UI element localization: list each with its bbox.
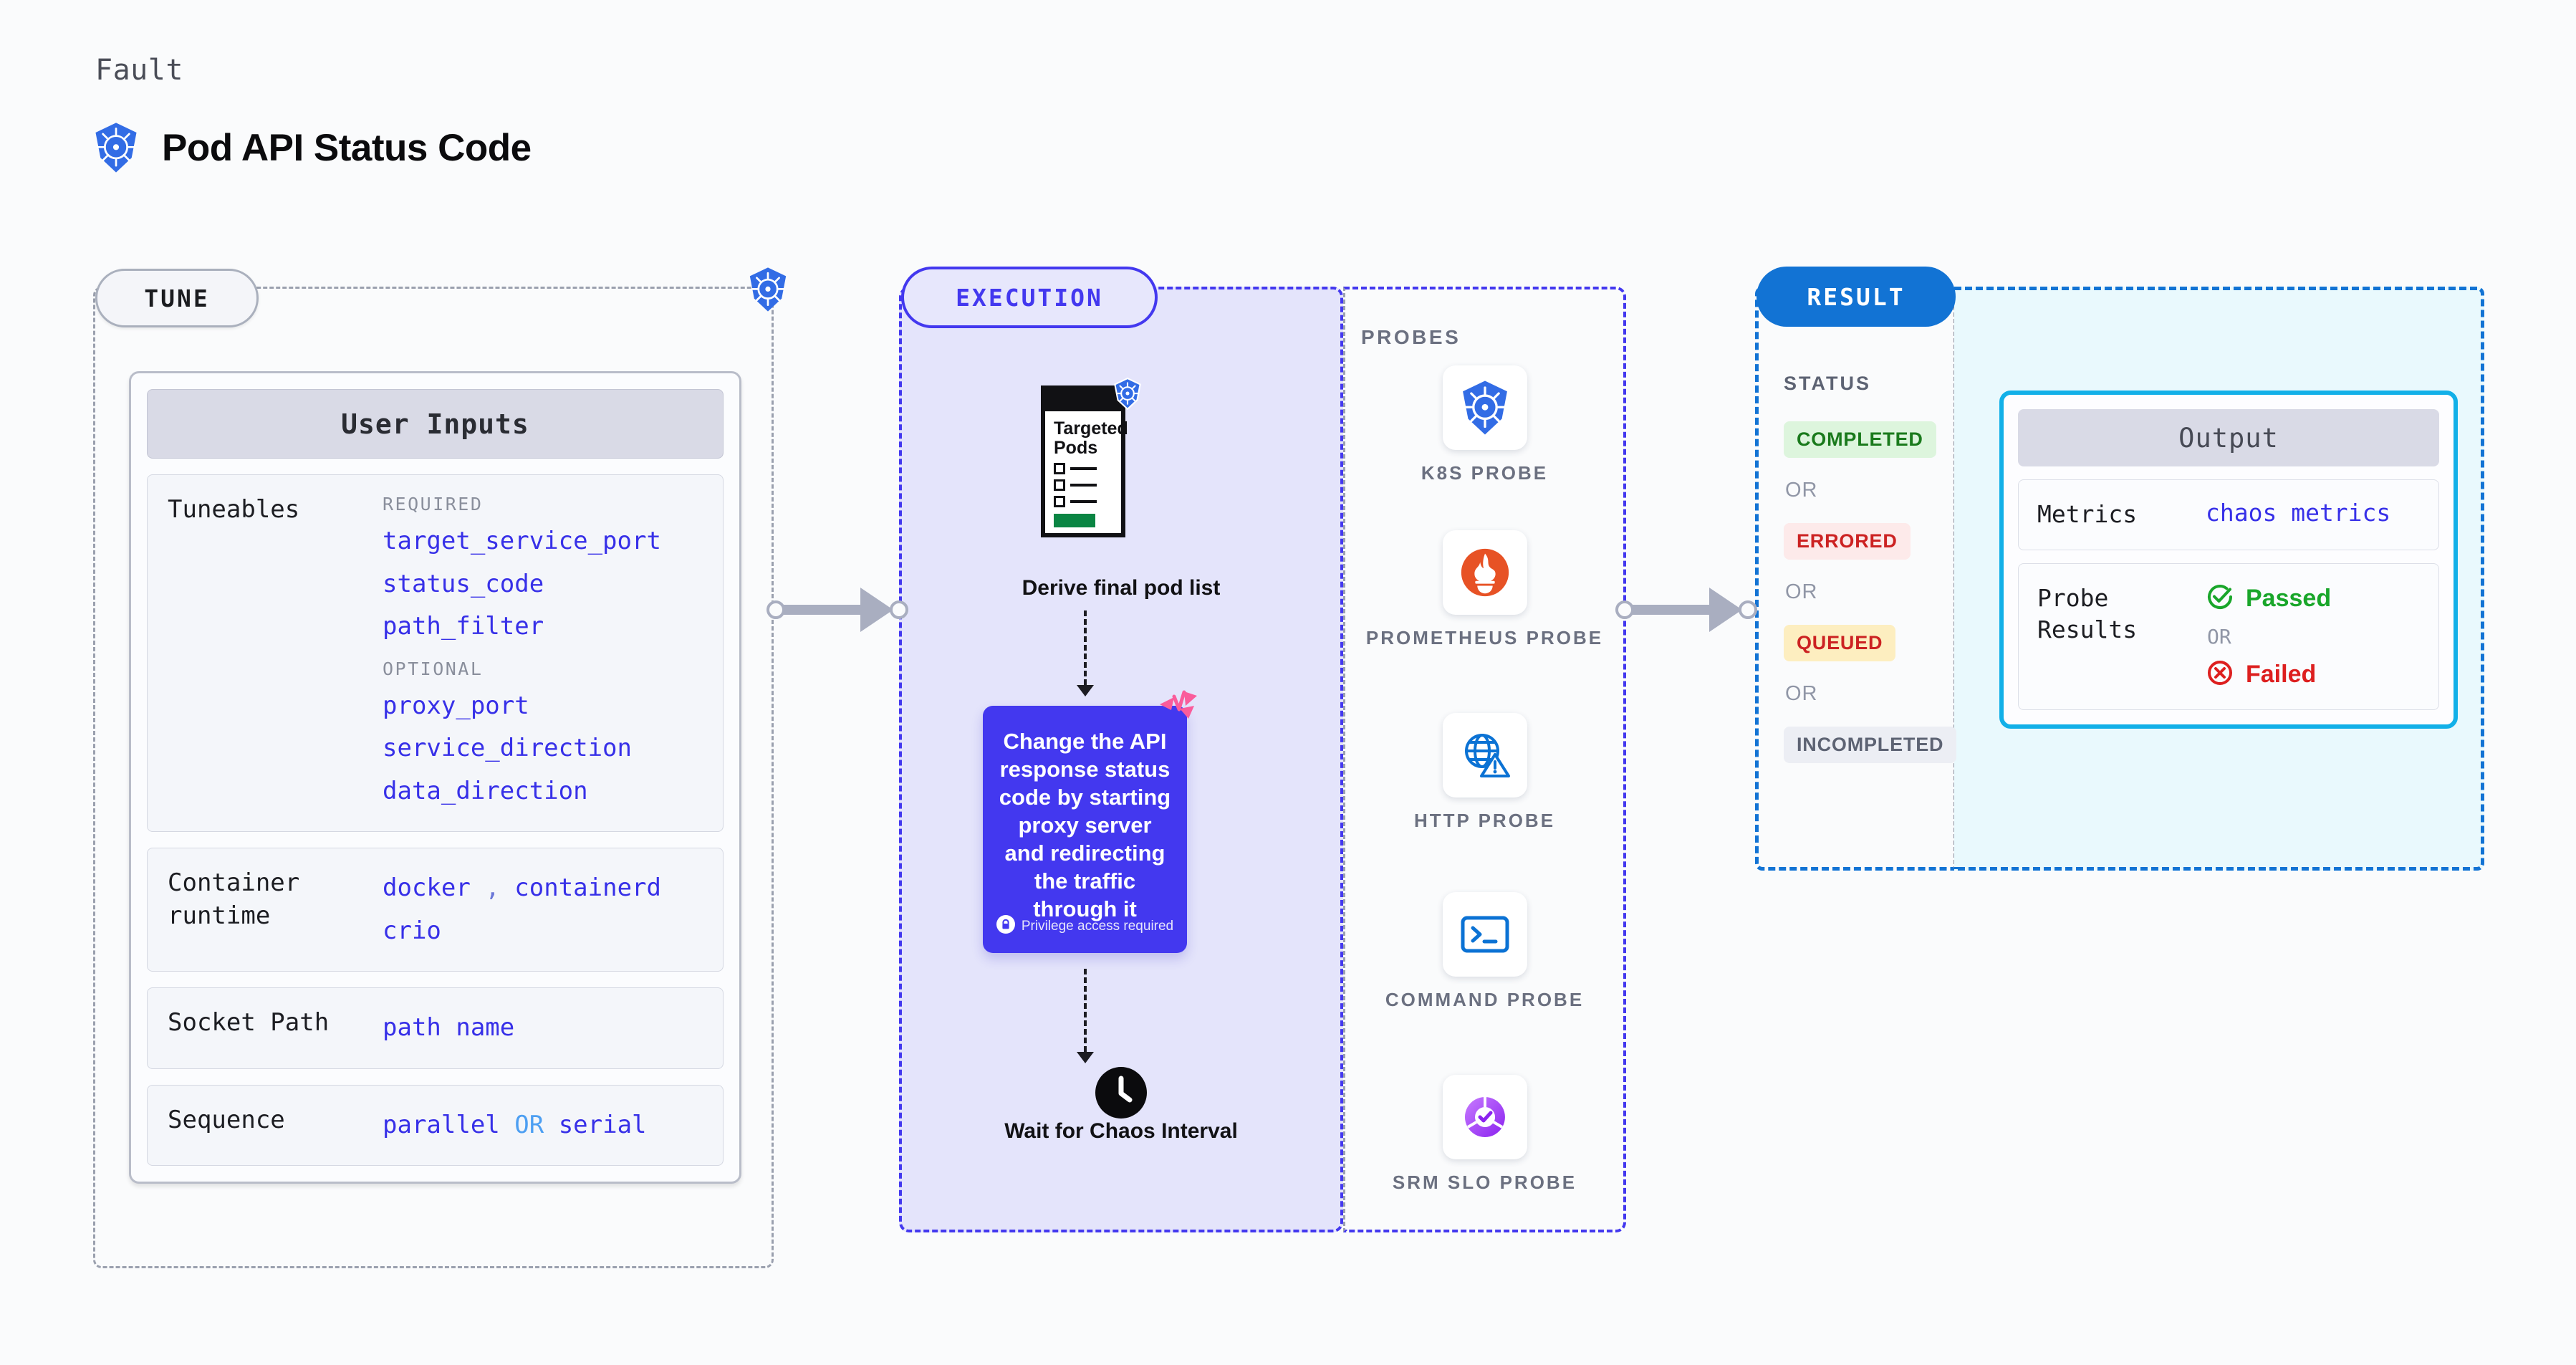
clock-icon — [1095, 1067, 1147, 1122]
lock-icon — [996, 915, 1015, 937]
probe-results-label: Probe Results — [2037, 583, 2138, 644]
kubernetes-icon — [1112, 377, 1143, 413]
status-badge-queued: QUEUED — [1784, 625, 1896, 661]
runtime-value-crio[interactable]: crio — [383, 916, 441, 945]
metrics-row: Metrics chaos metrics — [2018, 479, 2439, 550]
output-card: Output Metrics chaos metrics Probe Resul… — [1999, 391, 2458, 729]
http-globe-warning-icon — [1442, 713, 1527, 798]
probe-result-or: OR — [2207, 624, 2231, 648]
sequence-label: Sequence — [168, 1105, 285, 1134]
tuneable-optional-0[interactable]: proxy_port — [383, 691, 529, 720]
stage-pill-execution[interactable]: EXECUTION — [901, 267, 1158, 328]
metrics-value[interactable]: chaos metrics — [2206, 499, 2391, 527]
passed-label: Passed — [2246, 584, 2332, 612]
tune-panel — [93, 287, 774, 1268]
pod-row — [1054, 496, 1114, 507]
action-description: Change the API response status code by s… — [999, 729, 1171, 922]
status-or-1: OR — [1785, 479, 1818, 502]
pod-row — [1054, 479, 1114, 491]
output-title: Output — [2018, 409, 2439, 466]
targeted-pods-title: Targeted Pods — [1054, 418, 1128, 458]
probe-item-srm-slo[interactable]: SRM SLO PROBE — [1343, 1075, 1626, 1195]
srm-slo-donut-check-icon — [1442, 1075, 1527, 1159]
tuneable-required-2[interactable]: path_filter — [383, 612, 544, 641]
flow-arrowhead-1 — [1077, 685, 1094, 696]
flow-connector-2 — [1084, 969, 1087, 1052]
sequence-section: Sequence parallel OR serial — [147, 1084, 724, 1166]
probe-item-command[interactable]: COMMAND PROBE — [1343, 892, 1626, 1012]
socket-path-section: Socket Path path name — [147, 987, 724, 1069]
probe-label: K8S PROBE — [1421, 462, 1549, 484]
status-badge-completed: COMPLETED — [1784, 421, 1936, 458]
optional-label: OPTIONAL — [383, 658, 484, 679]
user-inputs-card: User Inputs Tuneables REQUIRED target_se… — [129, 371, 741, 1184]
stage-pill-result[interactable]: RESULT — [1756, 267, 1956, 327]
probe-result-passed: Passed — [2206, 583, 2331, 615]
probes-title: PROBES — [1361, 326, 1461, 348]
selected-pod-highlight — [1054, 514, 1095, 527]
page-title-row: Pod API Status Code — [92, 122, 532, 173]
tuneable-required-1[interactable]: status_code — [383, 569, 544, 598]
runtime-value-docker[interactable]: docker — [383, 873, 471, 902]
user-inputs-title: User Inputs — [147, 389, 724, 459]
container-runtime-label: Container runtime — [168, 868, 300, 930]
prometheus-icon — [1442, 530, 1527, 615]
card-title-bar — [1045, 390, 1121, 411]
probe-item-prometheus[interactable]: PROMETHEUS PROBE — [1343, 530, 1626, 651]
container-runtime-section: Container runtime docker , containerd cr… — [147, 848, 724, 972]
probe-item-k8s[interactable]: K8S PROBE — [1343, 365, 1626, 486]
pod-row — [1054, 463, 1114, 474]
runtime-value-containerd[interactable]: containerd — [514, 873, 661, 902]
status-or-3: OR — [1785, 682, 1818, 705]
stage-pill-tune[interactable]: TUNE — [95, 269, 259, 327]
tuneables-label: Tuneables — [168, 495, 300, 524]
privilege-note: Privilege access required — [1021, 918, 1174, 934]
sequence-value-serial[interactable]: serial — [558, 1110, 647, 1139]
metrics-label: Metrics — [2037, 500, 2138, 528]
terminal-icon — [1442, 892, 1527, 977]
sequence-keyword-or: OR — [514, 1110, 544, 1139]
tuneable-optional-1[interactable]: service_direction — [383, 734, 632, 762]
kubernetes-icon — [1442, 365, 1527, 450]
probe-item-http[interactable]: HTTP PROBE — [1343, 713, 1626, 833]
status-badge-errored: ERRORED — [1784, 523, 1911, 560]
connector-execution-to-result — [1615, 588, 1759, 632]
targeted-pods-card: Targeted Pods — [1041, 385, 1128, 537]
kubernetes-icon — [746, 267, 789, 316]
tuneables-section: Tuneables REQUIRED target_service_port s… — [147, 474, 724, 832]
probe-result-failed: Failed — [2206, 658, 2331, 691]
probe-results-row: Probe Results Passed OR — [2018, 562, 2439, 710]
wait-chaos-caption: Wait for Chaos Interval — [1004, 1119, 1238, 1143]
check-circle-icon — [2206, 583, 2234, 615]
probe-label: HTTP PROBE — [1413, 810, 1556, 831]
privilege-note-row: Privilege access required — [983, 915, 1187, 937]
tuneable-optional-2[interactable]: data_direction — [383, 776, 588, 805]
status-or-2: OR — [1785, 580, 1818, 603]
status-title: STATUS — [1784, 373, 1871, 394]
probe-label: SRM SLO PROBE — [1392, 1172, 1577, 1193]
derive-pod-list-caption: Derive final pod list — [1022, 576, 1221, 600]
socket-path-label: Socket Path — [168, 1008, 330, 1037]
flow-arrowhead-2 — [1077, 1052, 1094, 1063]
runtime-separator: , — [485, 873, 500, 902]
sequence-value-parallel[interactable]: parallel — [383, 1110, 500, 1139]
failed-label: Failed — [2246, 660, 2317, 688]
socket-path-value[interactable]: path name — [383, 1013, 515, 1042]
status-badge-incompleted: INCOMPLETED — [1784, 727, 1957, 763]
page-title: Pod API Status Code — [162, 126, 532, 169]
kubernetes-icon — [92, 122, 140, 173]
fault-kicker: Fault — [95, 54, 183, 87]
flow-connector-1 — [1084, 610, 1087, 685]
connector-tune-to-execution — [766, 588, 910, 632]
harness-chaos-icon — [1157, 690, 1200, 734]
action-card: Change the API response status code by s… — [983, 690, 1197, 953]
probe-label: PROMETHEUS PROBE — [1365, 627, 1604, 648]
probe-label: COMMAND PROBE — [1385, 989, 1585, 1010]
tuneable-required-0[interactable]: target_service_port — [383, 527, 661, 555]
required-label: REQUIRED — [383, 494, 484, 514]
x-circle-icon — [2206, 658, 2234, 691]
